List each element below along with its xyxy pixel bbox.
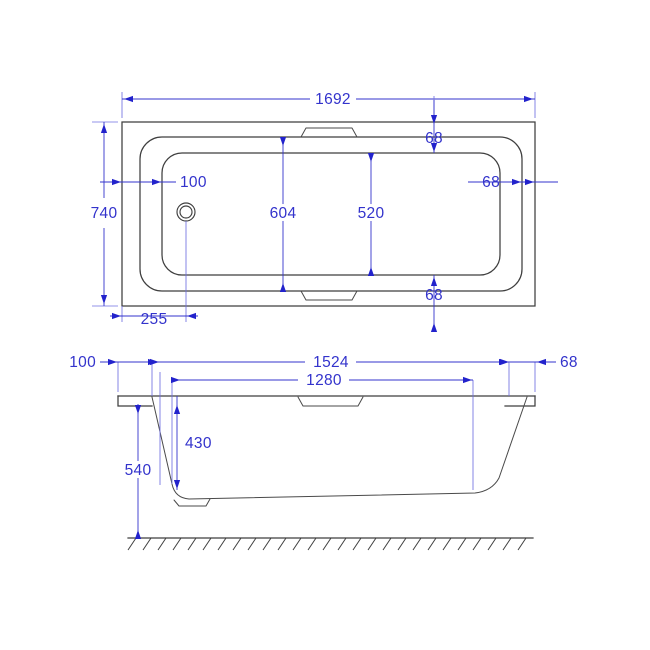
elev-lip-right bbox=[504, 395, 536, 407]
dim-label-drain-offset: 255 bbox=[141, 311, 168, 328]
arrow-740-top bbox=[100, 124, 108, 133]
arrow-255-right bbox=[187, 312, 196, 320]
arrow-100-plan-right2 bbox=[152, 178, 161, 186]
arrow-1280-right bbox=[463, 376, 472, 384]
arrow-604-top bbox=[279, 137, 287, 146]
arrow-68-right-b bbox=[525, 178, 534, 186]
arrow-100-plan-right bbox=[112, 178, 121, 186]
dim-label-base-length: 1280 bbox=[306, 372, 342, 389]
plan-bowl-edge bbox=[161, 152, 501, 276]
arrow-68-bottom-up bbox=[430, 277, 438, 286]
dim-label-internal-depth: 430 bbox=[185, 435, 212, 452]
elev-handle-cutout bbox=[297, 396, 364, 407]
arrow-1692-right bbox=[524, 95, 533, 103]
dim-label-lip-left: 100 bbox=[69, 354, 96, 371]
dim-label-overall-height: 540 bbox=[125, 462, 152, 479]
arrow-68-right-a bbox=[512, 178, 521, 186]
dim-label-rim-left: 100 bbox=[180, 174, 207, 191]
arrow-68-top-down bbox=[430, 115, 438, 124]
arrow-1524-right bbox=[499, 358, 508, 366]
arrow-1692-left bbox=[124, 95, 133, 103]
arrow-604-bottom bbox=[279, 283, 287, 292]
arrow-1524-left bbox=[150, 358, 159, 366]
plan-handle-bottom bbox=[300, 290, 358, 301]
arrow-430-top bbox=[173, 405, 181, 414]
drain-inner-ring bbox=[179, 205, 193, 219]
arrow-540-bottom bbox=[134, 530, 142, 539]
dim-label-lip-right: 68 bbox=[560, 354, 578, 371]
ground-hatching bbox=[127, 537, 527, 551]
dim-label-overall-length: 1692 bbox=[315, 91, 351, 108]
dim-label-overall-width: 740 bbox=[91, 205, 118, 222]
arrow-740-bottom bbox=[100, 295, 108, 304]
elevation-view-group: 100 68 1524 1280 540 430 bbox=[69, 354, 578, 551]
plan-outer-rim bbox=[121, 121, 536, 307]
dim-label-offset-top: 68 bbox=[425, 130, 443, 147]
arrow-elev-68-b bbox=[537, 358, 546, 366]
dim-label-inner-width-outer: 604 bbox=[270, 205, 297, 222]
dim-label-inner-width-inner: 520 bbox=[358, 205, 385, 222]
elev-base-foot bbox=[173, 498, 211, 507]
dim-label-rim-right: 68 bbox=[482, 174, 500, 191]
dim-label-offset-bottom: 68 bbox=[425, 287, 443, 304]
arrow-520-bottom bbox=[367, 267, 375, 276]
arrow-430-bottom bbox=[173, 480, 181, 489]
arrow-255-left bbox=[112, 312, 121, 320]
arrow-540-top bbox=[134, 405, 142, 414]
arrow-elev-100-a bbox=[108, 358, 117, 366]
plan-handle-top bbox=[300, 127, 358, 138]
dim-label-top-length: 1524 bbox=[313, 354, 349, 371]
arrow-520-top bbox=[367, 153, 375, 162]
elev-tub-profile bbox=[151, 396, 528, 500]
arrow-68-bottom-up2 bbox=[430, 323, 438, 332]
arrow-1280-left bbox=[171, 376, 180, 384]
plan-view-group: 1692 740 100 255 68 68 bbox=[91, 91, 558, 332]
elev-lip-left bbox=[117, 395, 153, 407]
plan-inner-rim-outer bbox=[139, 136, 523, 292]
